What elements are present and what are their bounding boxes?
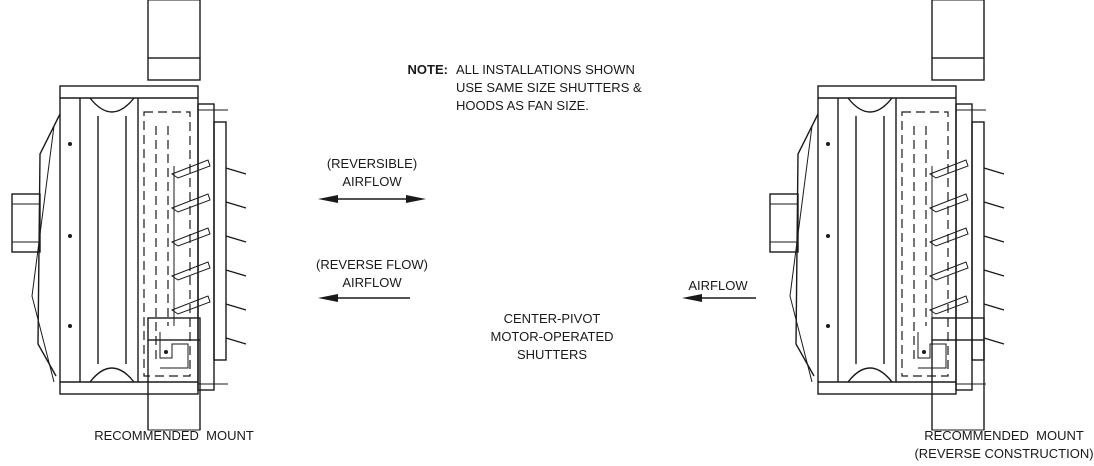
right-airflow-label: AIRFLOW [688,278,748,293]
right-caption-line-1: RECOMMENDED MOUNT [924,428,1084,443]
shutter-type-line-3: SHUTTERS [517,347,587,362]
shutter-type-line-1: CENTER-PIVOT [504,311,601,326]
left-fan-assembly [11,85,247,395]
reverse-flow-arrow [318,294,410,302]
note-line-1: ALL INSTALLATIONS SHOWN [456,62,635,77]
reversible-label-line-1: (REVERSIBLE) [327,156,417,171]
right-airflow-arrow [682,294,756,302]
right-caption: RECOMMENDED MOUNT (REVERSE CONSTRUCTION) [914,428,1093,461]
note-heading: NOTE: [408,62,448,77]
right-wall [931,0,985,431]
right-airflow-text: AIRFLOW [688,278,748,293]
reverse-flow-label-line-1: (REVERSE FLOW) [316,257,428,272]
reverse-flow-label-line-2: AIRFLOW [342,275,402,290]
reversible-label-line-2: AIRFLOW [342,174,402,189]
shutter-type-line-2: MOTOR-OPERATED [490,329,613,344]
right-caption-line-2: (REVERSE CONSTRUCTION) [914,446,1093,461]
left-caption: RECOMMENDED MOUNT [94,428,254,443]
note-line-3: HOODS AS FAN SIZE. [456,98,589,113]
right-fan-assembly [769,85,1005,395]
installation-note: NOTE: ALL INSTALLATIONS SHOWN USE SAME S… [408,62,642,113]
reversible-airflow-label: (REVERSIBLE) AIRFLOW [327,156,417,189]
reverse-flow-airflow-label: (REVERSE FLOW) AIRFLOW [316,257,428,290]
shutter-type-label: CENTER-PIVOT MOTOR-OPERATED SHUTTERS [490,311,613,362]
reversible-airflow-arrow [318,195,426,203]
note-line-2: USE SAME SIZE SHUTTERS & [456,80,642,95]
